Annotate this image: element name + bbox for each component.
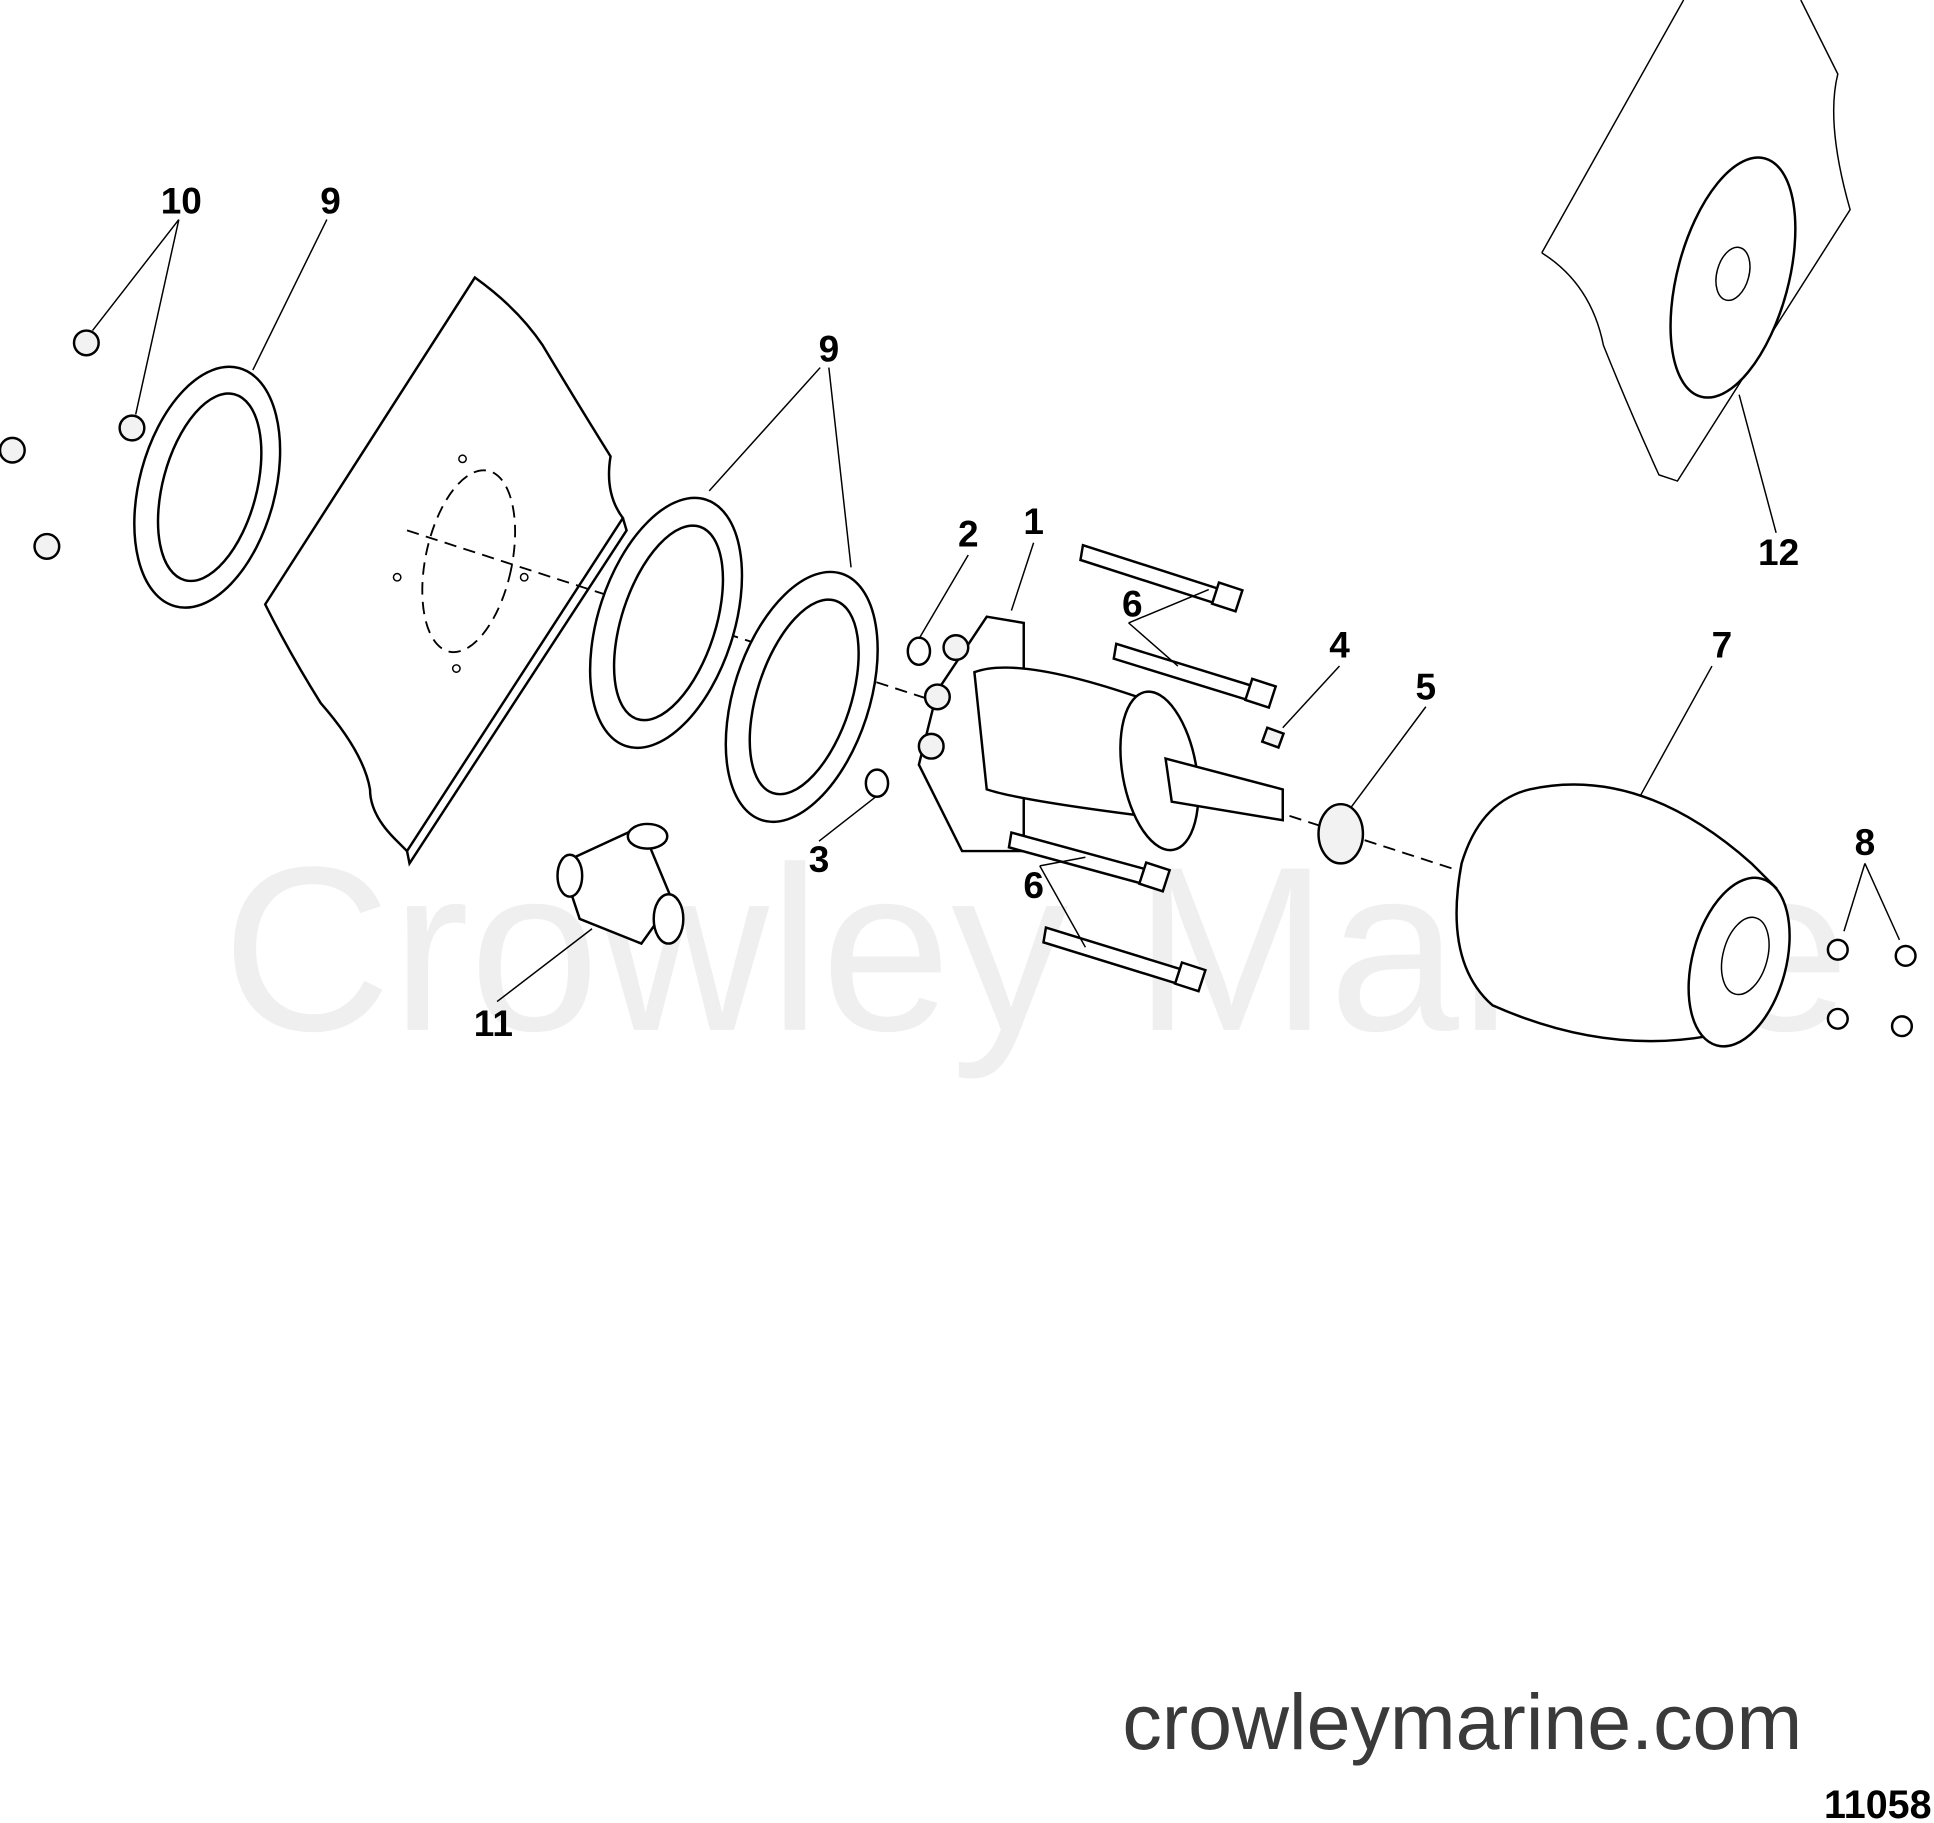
pump-motor — [917, 615, 1284, 853]
o-ring-3 — [864, 768, 890, 799]
callout-10: 10 — [161, 180, 202, 221]
nose-cone — [1455, 783, 1791, 1048]
callout-1: 1 — [1023, 501, 1044, 542]
gasket-right — [724, 570, 879, 824]
key — [1260, 726, 1286, 750]
callout-4: 4 — [1329, 624, 1350, 665]
transom-plate — [1541, 0, 1851, 482]
callout-3: 3 — [809, 839, 830, 880]
nuts — [0, 329, 146, 560]
gasket-left — [133, 365, 282, 609]
callout-2: 2 — [958, 513, 979, 554]
hex-nut — [1317, 802, 1365, 865]
hull-plate — [263, 275, 628, 867]
callout-5: 5 — [1416, 666, 1437, 707]
gasket-middle — [588, 496, 744, 750]
screws — [1826, 938, 1917, 1038]
callout-6-upper: 6 — [1122, 584, 1143, 625]
website-text: crowleymarine.com — [1122, 1678, 1802, 1766]
callout-6-lower: 6 — [1023, 865, 1044, 906]
callout-8: 8 — [1855, 822, 1876, 863]
callout-12: 12 — [1758, 532, 1799, 573]
callout-11: 11 — [474, 1003, 513, 1044]
figure-number: 11058 — [1824, 1783, 1932, 1823]
callout-7: 7 — [1712, 624, 1733, 665]
leader-lines — [91, 219, 1901, 1003]
callout-9-left: 9 — [320, 180, 341, 221]
callout-9-right: 9 — [819, 328, 840, 369]
tee-fitting — [556, 822, 685, 946]
o-ring-2 — [906, 636, 932, 667]
